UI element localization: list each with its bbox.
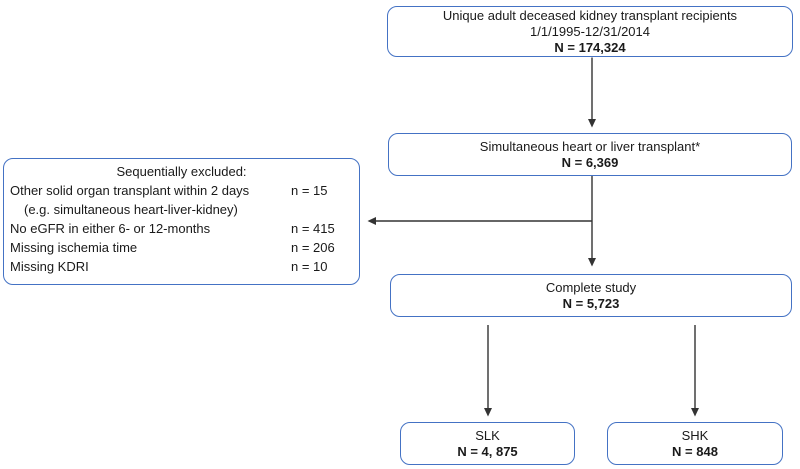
box-shk: SHK N = 848 — [607, 422, 783, 465]
box-sequentially-excluded: Sequentially excluded: Other solid organ… — [3, 158, 360, 285]
excluded-title: Sequentially excluded: — [116, 164, 247, 179]
excluded-row: Other solid organ transplant within 2 da… — [4, 181, 359, 200]
slk-label: SLK — [475, 427, 500, 443]
excluded-row-label: Other solid organ transplant within 2 da… — [10, 183, 250, 198]
excluded-row-label: No eGFR in either 6- or 12-months — [10, 221, 211, 236]
simultaneous-label: Simultaneous heart or liver transplant* — [479, 138, 701, 154]
excluded-row-n: n = 15 — [291, 183, 328, 198]
box-simultaneous-transplant: Simultaneous heart or liver transplant* … — [388, 133, 792, 176]
excluded-row-label: Missing KDRI — [10, 259, 89, 274]
slk-n: N = 4, 875 — [457, 443, 518, 459]
box-complete-study: Complete study N = 5,723 — [390, 274, 792, 317]
excluded-row-label: (e.g. simultaneous heart-liver-kidney) — [24, 202, 238, 217]
box-slk: SLK N = 4, 875 — [400, 422, 575, 465]
excluded-row: (e.g. simultaneous heart-liver-kidney) — [4, 200, 359, 219]
top-cohort-line1: Unique adult deceased kidney transplant … — [442, 7, 738, 23]
box-top-cohort: Unique adult deceased kidney transplant … — [387, 6, 793, 57]
excluded-row: Missing KDRI n = 10 — [4, 257, 359, 276]
excluded-row-n: n = 206 — [291, 240, 335, 255]
excluded-row: Missing ischemia time n = 206 — [4, 238, 359, 257]
excluded-row-n — [291, 200, 355, 219]
complete-study-label: Complete study — [545, 279, 637, 295]
excluded-row-label: Missing ischemia time — [10, 240, 138, 255]
excluded-row: No eGFR in either 6- or 12-months n = 41… — [4, 219, 359, 238]
shk-label: SHK — [681, 427, 709, 443]
top-cohort-date-range: 1/1/1995-12/31/2014 — [530, 23, 650, 39]
excluded-row-n: n = 415 — [291, 221, 335, 236]
simultaneous-n: N = 6,369 — [561, 154, 619, 170]
shk-n: N = 848 — [672, 443, 718, 459]
complete-study-n: N = 5,723 — [562, 295, 620, 311]
excluded-row-n: n = 10 — [291, 259, 328, 274]
top-cohort-n: N = 174,324 — [554, 39, 626, 55]
